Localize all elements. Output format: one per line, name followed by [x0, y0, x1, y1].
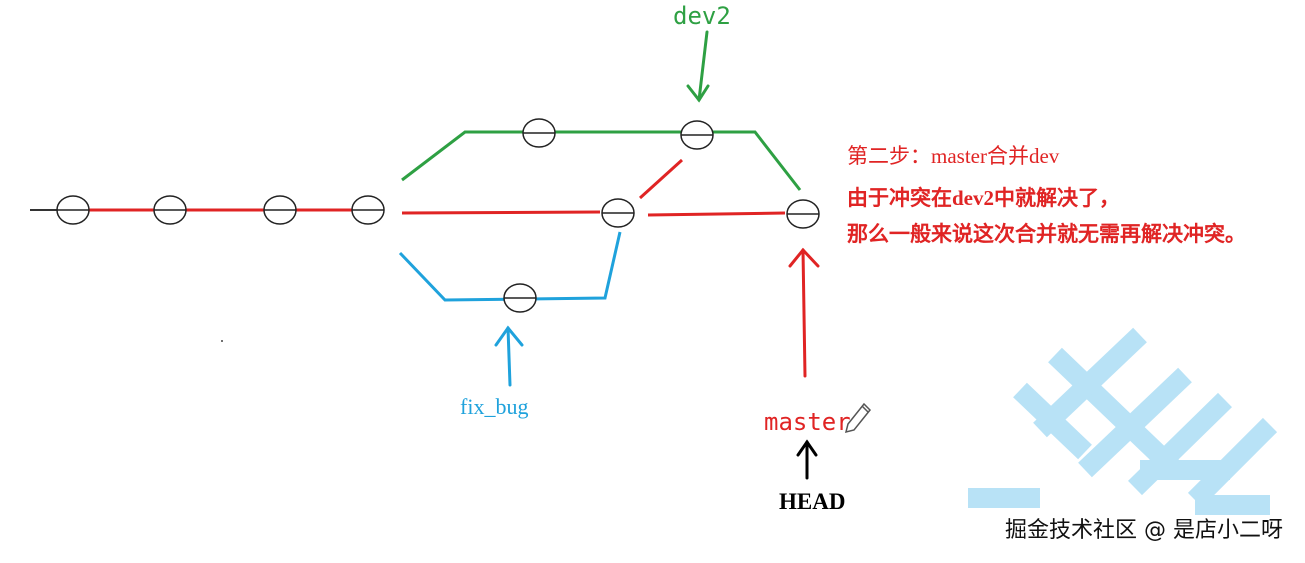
- commit-node: [522, 118, 556, 148]
- speck: [221, 340, 223, 342]
- commit-node: [263, 195, 297, 225]
- commit-node: [56, 195, 90, 225]
- dev2-branch-line: [401, 130, 802, 191]
- juejin-logo-icon: [968, 327, 1278, 515]
- commit-node: [351, 195, 385, 225]
- step-title: 第二步：master合并dev: [847, 144, 1060, 168]
- master-label: master: [764, 408, 851, 436]
- dev-branch-line: [401, 210, 601, 215]
- pencil-icon: [844, 402, 872, 434]
- commit-nodes: [56, 118, 820, 313]
- dev-to-master-line: [647, 211, 786, 217]
- commit-node: [601, 198, 635, 228]
- master-pointer-arrow: [788, 247, 820, 378]
- dev2-label: dev2: [673, 2, 731, 30]
- commit-node: [680, 120, 714, 150]
- dev-merge-line: [638, 158, 684, 200]
- step-description-line-1: 由于冲突在dev2中就解决了，: [847, 186, 1120, 210]
- watermark-text: 掘金技术社区 @ 是店小二呀: [1005, 518, 1283, 543]
- head-pointer-arrow: [796, 439, 818, 480]
- step-description-line-2: 那么一般来说这次合并就无需再解决冲突。: [847, 222, 1246, 246]
- commit-node: [786, 199, 820, 229]
- fix-bug-pointer-arrow: [494, 325, 524, 387]
- dev2-pointer-arrow: [686, 30, 710, 103]
- head-label: HEAD: [779, 489, 846, 514]
- commit-node: [153, 195, 187, 225]
- commit-node: [503, 283, 537, 313]
- fix-bug-label: fix_bug: [460, 394, 529, 419]
